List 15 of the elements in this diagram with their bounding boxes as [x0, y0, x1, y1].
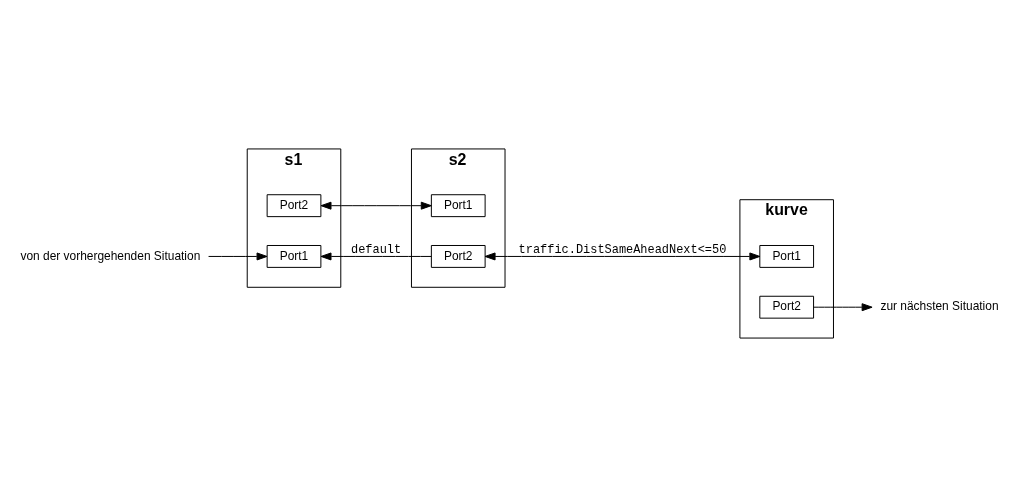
arrow — [320, 251, 432, 260]
node-box: Port2 — [759, 295, 815, 319]
arrow — [813, 302, 873, 311]
node-box: Port1 — [759, 244, 815, 268]
node-box: Port1 — [430, 193, 486, 217]
node-box: Port1 — [266, 244, 322, 268]
arrow — [484, 251, 761, 260]
arrow — [320, 201, 432, 210]
edge-label: default — [351, 242, 402, 257]
node-box: Port2 — [266, 193, 322, 217]
edge-label: traffic.DistSameAheadNext<=50 — [518, 242, 727, 257]
arrow — [208, 251, 268, 260]
node-text: zur nächsten Situation — [880, 298, 999, 313]
node-text: von der vorhergehenden Situation — [20, 248, 201, 263]
node-box: Port2 — [430, 244, 486, 268]
